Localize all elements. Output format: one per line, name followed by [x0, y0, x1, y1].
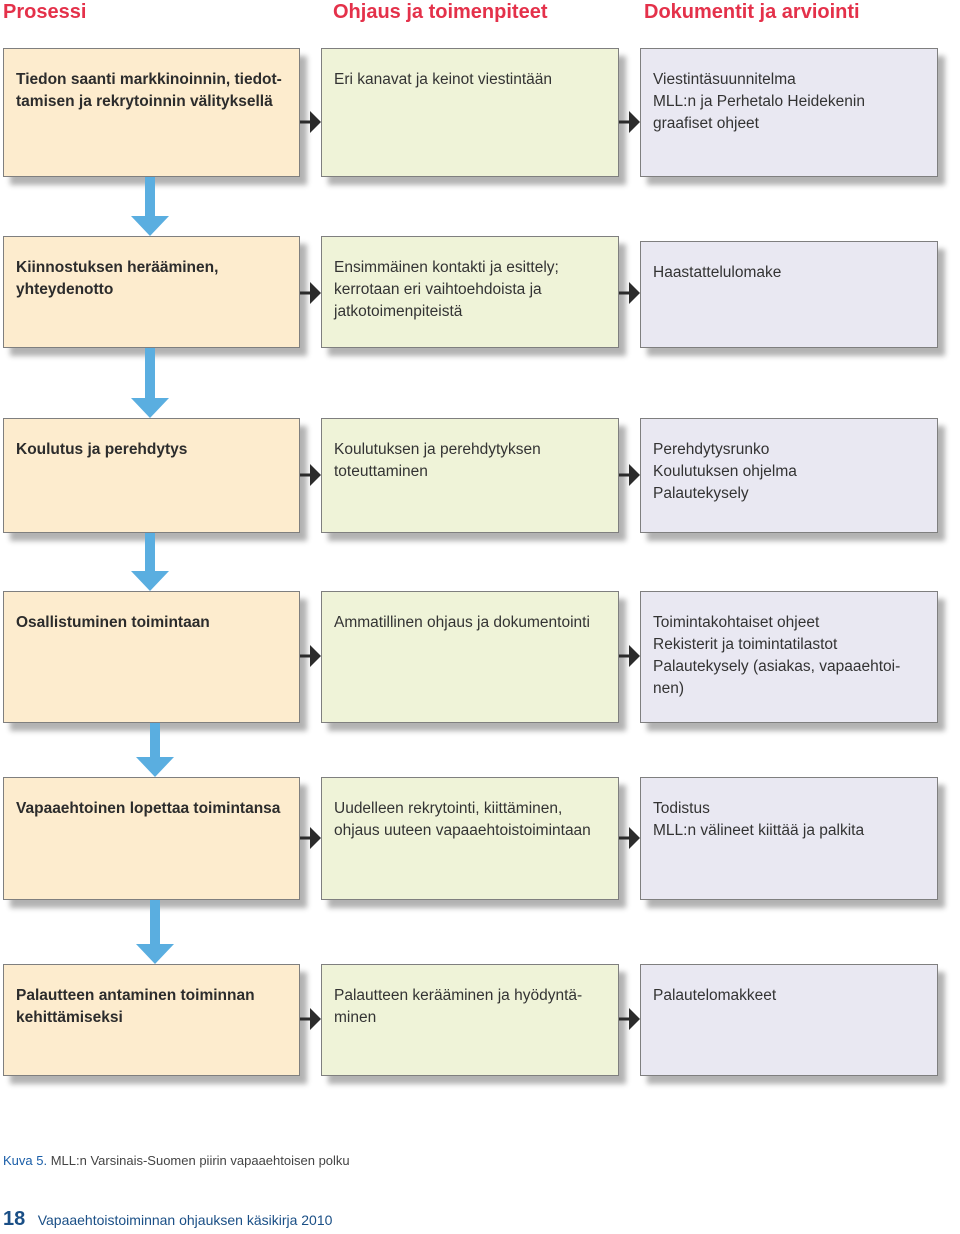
- box-text-line: graafiset ohjeet: [653, 115, 759, 132]
- step-3-action-box: Koulutuksen ja perehdytyksen toteuttamine…: [321, 418, 619, 533]
- box-text-line: Uudelleen rekrytointi, kiittäminen,: [334, 800, 563, 817]
- box-text-line: MLL:n välineet kiittää ja palkita: [653, 822, 865, 839]
- right-arrow-icon: [300, 111, 321, 133]
- right-arrow-icon: [619, 282, 640, 304]
- box-text-line: Palautekysely (asiakas, vapaaehtoi-: [653, 658, 901, 675]
- box-text-line: toteuttaminen: [334, 463, 428, 480]
- box-text-line: Palautteen kerääminen ja hyödyntä-: [334, 987, 583, 1004]
- down-arrow-icon: [131, 533, 169, 591]
- step-3-process-box: Koulutus ja perehdytys: [3, 418, 300, 533]
- step-6-docs-box: Palautelomakkeet: [640, 964, 938, 1076]
- down-arrow-icon: [136, 900, 174, 964]
- box-text-line: Viestintäsuunnitelma: [653, 71, 796, 88]
- right-arrow-icon: [619, 464, 640, 486]
- step-1-action-box: Eri kanavat ja keinot viestintään: [321, 48, 619, 177]
- box-text-line: Ammatillinen ohjaus ja dokumentointi: [334, 614, 590, 631]
- box-text-line: kehittämiseksi: [16, 1009, 123, 1026]
- right-arrow-icon: [300, 464, 321, 486]
- step-1-process-box: Tiedon saanti markkinoinnin, tiedot-tami…: [3, 48, 300, 177]
- box-text-line: Palautelomakkeet: [653, 987, 777, 1004]
- figure-caption: Kuva 5. MLL:n Varsinais-Suomen piirin va…: [3, 1153, 350, 1168]
- box-text-line: Haastattelulomake: [653, 264, 782, 281]
- box-text-line: minen: [334, 1009, 377, 1026]
- right-arrow-icon: [300, 282, 321, 304]
- step-2-docs-box: Haastattelulomake: [640, 241, 938, 348]
- box-text-line: Koulutus ja perehdytys: [16, 441, 188, 458]
- step-4-process-box: Osallistuminen toimintaan: [3, 591, 300, 723]
- column-header-docs: Dokumentit ja arviointi: [644, 1, 860, 23]
- box-text-line: Kiinnostuksen herääminen,: [16, 259, 219, 276]
- caption-label: Kuva 5.: [3, 1153, 48, 1168]
- box-text-line: Ensimmäinen kontakti ja esittely;: [334, 259, 559, 276]
- down-arrow-icon: [136, 723, 174, 777]
- right-arrow-icon: [619, 645, 640, 667]
- box-text-line: Palautekysely: [653, 485, 749, 502]
- right-arrow-icon: [300, 645, 321, 667]
- step-2-action-box: Ensimmäinen kontakti ja esittely; kerrota…: [321, 236, 619, 348]
- step-6-process-box: Palautteen antaminen toiminnan kehittämis…: [3, 964, 300, 1076]
- right-arrow-icon: [619, 111, 640, 133]
- box-text-line: Eri kanavat ja keinot viestintään: [334, 71, 552, 88]
- right-arrow-icon: [619, 827, 640, 849]
- box-text-line: tamisen ja rekrytoinnin välityksellä: [16, 93, 273, 110]
- page-footer: 18 Vapaaehtoistoiminnan ohjauksen käsiki…: [3, 1208, 332, 1231]
- caption-text: MLL:n Varsinais-Suomen piirin vapaaehtoi…: [50, 1153, 350, 1168]
- box-text-line: Rekisterit ja toimintatilastot: [653, 636, 838, 653]
- box-text-line: Koulutuksen ohjelma: [653, 463, 797, 480]
- step-2-process-box: Kiinnostuksen herääminen, yhteydenotto: [3, 236, 300, 348]
- box-text-line: Vapaaehtoinen lopettaa toimintansa: [16, 800, 281, 817]
- right-arrow-icon: [300, 1008, 321, 1030]
- box-text-line: yhteydenotto: [16, 281, 114, 298]
- box-text-line: Koulutuksen ja perehdytyksen: [334, 441, 541, 458]
- down-arrow-icon: [131, 348, 169, 418]
- column-header-action: Ohjaus ja toimenpiteet: [333, 1, 548, 23]
- step-5-action-box: Uudelleen rekrytointi, kiittäminen, ohjau…: [321, 777, 619, 900]
- box-text-line: nen): [653, 680, 685, 697]
- box-text-line: MLL:n ja Perhetalo Heidekenin: [653, 93, 865, 110]
- right-arrow-icon: [300, 827, 321, 849]
- box-text-line: Toimintakohtaiset ohjeet: [653, 614, 820, 631]
- step-6-action-box: Palautteen kerääminen ja hyödyntä-minen: [321, 964, 619, 1076]
- box-text-line: ohjaus uuteen vapaaehtoistoimintaan: [334, 822, 591, 839]
- down-arrow-icon: [131, 177, 169, 236]
- column-header-process: Prosessi: [3, 1, 87, 23]
- page-number: 18: [3, 1208, 26, 1230]
- book-title: Vapaaehtoistoiminnan ohjauksen käsikirja…: [37, 1212, 333, 1228]
- box-text-line: Tiedon saanti markkinoinnin, tiedot-: [16, 71, 282, 88]
- box-text-line: kerrotaan eri vaihtoehdoista ja: [334, 281, 542, 298]
- box-text-line: jatkotoimenpiteistä: [334, 303, 463, 320]
- box-text-line: Todistus: [653, 800, 710, 817]
- box-text-line: Perehdytysrunko: [653, 441, 770, 458]
- box-text-line: Palautteen antaminen toiminnan: [16, 987, 255, 1004]
- right-arrow-icon: [619, 1008, 640, 1030]
- step-5-process-box: Vapaaehtoinen lopettaa toimintansa: [3, 777, 300, 900]
- step-4-action-box: Ammatillinen ohjaus ja dokumentointi: [321, 591, 619, 723]
- box-text-line: Osallistuminen toimintaan: [16, 614, 210, 631]
